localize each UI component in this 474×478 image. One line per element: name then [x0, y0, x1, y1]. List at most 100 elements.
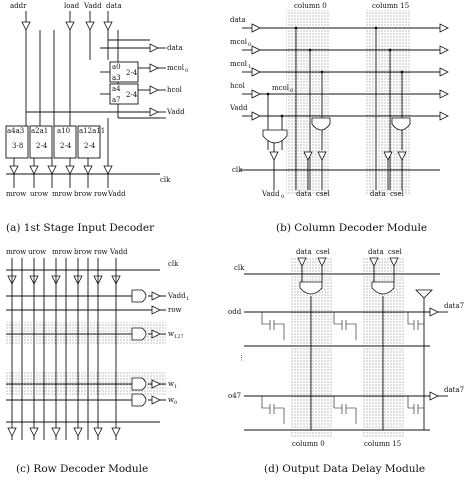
d-output-buffers [415, 289, 448, 430]
b-bottom-label-csel0: csel [316, 190, 331, 198]
a-output-buffers [149, 43, 166, 119]
d-top-gates [244, 257, 440, 430]
a-dec-small-1-bot: a7 [112, 96, 121, 104]
c-top-label-4: row [94, 248, 108, 256]
a-bottom-label-5: Vadd [107, 190, 126, 198]
c-row-shade-1 [6, 322, 166, 344]
b-bottom-label-data15: data [370, 190, 386, 198]
c-top-label-3: brow [74, 248, 92, 256]
b-clk-label: clk [232, 166, 243, 174]
d-left-label-odd: odd [228, 308, 242, 316]
a-lower-decoders: a4a3 3-8 a2a1 2-4 a10 2-4 a12a11 2-4 [5, 112, 105, 159]
a-clk-label: clk [160, 176, 171, 184]
b-input-buffers [242, 23, 261, 121]
a-right-decoder-stack: a0 a3 2-4 a4 a7 2-4 [100, 61, 150, 105]
b-left-label-vadd: Vadd [229, 104, 248, 112]
a-right-sub-mcol: 0 [185, 68, 188, 74]
a-bottom-label-4: row [94, 190, 108, 198]
d-clk-label: clk [234, 264, 245, 272]
d-col-label-15: column 15 [364, 440, 401, 448]
c-right-sub-w1: 1 [174, 384, 177, 390]
c-top-label-0: mrow [6, 248, 26, 256]
c-right-sub-w127: 127 [174, 334, 184, 340]
b-horizontal-lines [240, 27, 440, 171]
a-dec-big-2-top: a10 [57, 127, 70, 135]
d-top-label-csel0: csel [316, 248, 331, 256]
d-top-label-csel15: csel [388, 248, 403, 256]
b-bottom-label-csel15: csel [390, 190, 405, 198]
a-bottom-label-1: urow [30, 190, 48, 198]
c-right-label-clk: clk [168, 260, 179, 268]
a-bus-lines [25, 30, 160, 119]
panel-a: addr load Vadd data [5, 2, 188, 234]
b-inner-sub: 0 [290, 88, 293, 94]
b-left-label-mcol0: mcol [230, 38, 248, 46]
a-bottom-label-2: mrow [52, 190, 72, 198]
a-dec-small-0-bot: a3 [112, 74, 121, 82]
d-top-label-data15: data [368, 248, 384, 256]
a-dec-big-1-mid: 2-4 [36, 142, 48, 150]
panel-c: mrow urow mrow brow row Vadd [6, 248, 189, 475]
c-right-label-w1: w [168, 380, 174, 388]
c-right-label-w127: w [168, 330, 174, 338]
a-dec-big-1-top: a2a1 [31, 127, 48, 135]
a-dec-big-3-top: a12a11 [79, 127, 105, 135]
a-right-label-data: data [167, 44, 183, 52]
b-col-label-0: column 0 [294, 2, 327, 10]
b-left-label-hcol: hcol [230, 82, 246, 90]
c-right-sub-w0: 0 [174, 400, 177, 406]
b-column-verticals [266, 26, 404, 190]
c-vertical-lines [11, 258, 117, 440]
a-top-label-addr: addr [10, 2, 27, 10]
b-col-label-15: column 15 [372, 2, 409, 10]
panel-b: column 0 column 15 data mcol 0 mcol [229, 2, 449, 234]
panel-d: data csel data csel clk [228, 248, 464, 475]
d-horizontal-lines [244, 311, 430, 431]
a-dec-small-0-top: a0 [112, 63, 121, 71]
c-right-label-vadd: Vadd [167, 292, 186, 300]
a-bottom-label-0: mrow [6, 190, 26, 198]
b-left-sub-mcol1: 1 [248, 64, 251, 70]
a-top-label-load: load [64, 2, 80, 10]
c-right-label-row: row [168, 306, 182, 314]
a-dec-small-0-mid: 2-4 [126, 69, 138, 77]
a-right-label-vadd: Vadd [166, 108, 185, 116]
b-bottom-label-data0: data [296, 190, 312, 198]
b-output-buffers [439, 23, 449, 121]
c-and-gates [131, 289, 166, 407]
d-right-label-data7-top: data7 [444, 302, 464, 310]
b-caption: (b) Column Decoder Module [276, 222, 427, 234]
a-bottom-buffers [6, 118, 160, 188]
a-top-label-vadd: Vadd [83, 2, 102, 10]
d-top-label-data0: data [296, 248, 312, 256]
c-bottom-buffers [6, 421, 160, 437]
a-dec-big-3-mid: 2-4 [84, 142, 96, 150]
c-top-label-1: urow [28, 248, 46, 256]
c-right-sub-vadd: 1 [186, 296, 189, 302]
d-right-label-data7-bot: data7 [444, 386, 464, 394]
c-top-label-2: mrow [52, 248, 72, 256]
b-inner-mcol: mcol [272, 84, 290, 92]
d-transistor-pairs [261, 312, 424, 424]
b-left-label-data: data [230, 16, 246, 24]
b-bottom-label-vadd: Vadd [261, 190, 280, 198]
d-left-label-o47: o47 [228, 392, 241, 400]
a-dec-big-2-mid: 2-4 [60, 142, 72, 150]
a-right-label-hcol: hcol [167, 86, 183, 94]
d-col-label-0: column 0 [292, 440, 325, 448]
a-dec-big-0-mid: 3-8 [12, 142, 23, 150]
c-top-label-5: Vadd [109, 248, 128, 256]
c-right-label-w0: w [168, 396, 174, 404]
a-dec-small-1-top: a4 [112, 85, 121, 93]
d-caption: (d) Output Data Delay Module [264, 463, 425, 475]
a-right-label-mcol: mcol [167, 64, 185, 72]
b-left-label-mcol1: mcol [230, 60, 248, 68]
b-and-gates [262, 117, 411, 190]
a-top-label-data: data [106, 2, 122, 10]
a-caption: (a) 1st Stage Input Decoder [6, 222, 155, 234]
a-input-buffers [21, 11, 113, 31]
c-caption: (c) Row Decoder Module [16, 463, 148, 475]
a-bottom-label-3: brow [74, 190, 92, 198]
c-horizontal-lines [6, 295, 132, 401]
